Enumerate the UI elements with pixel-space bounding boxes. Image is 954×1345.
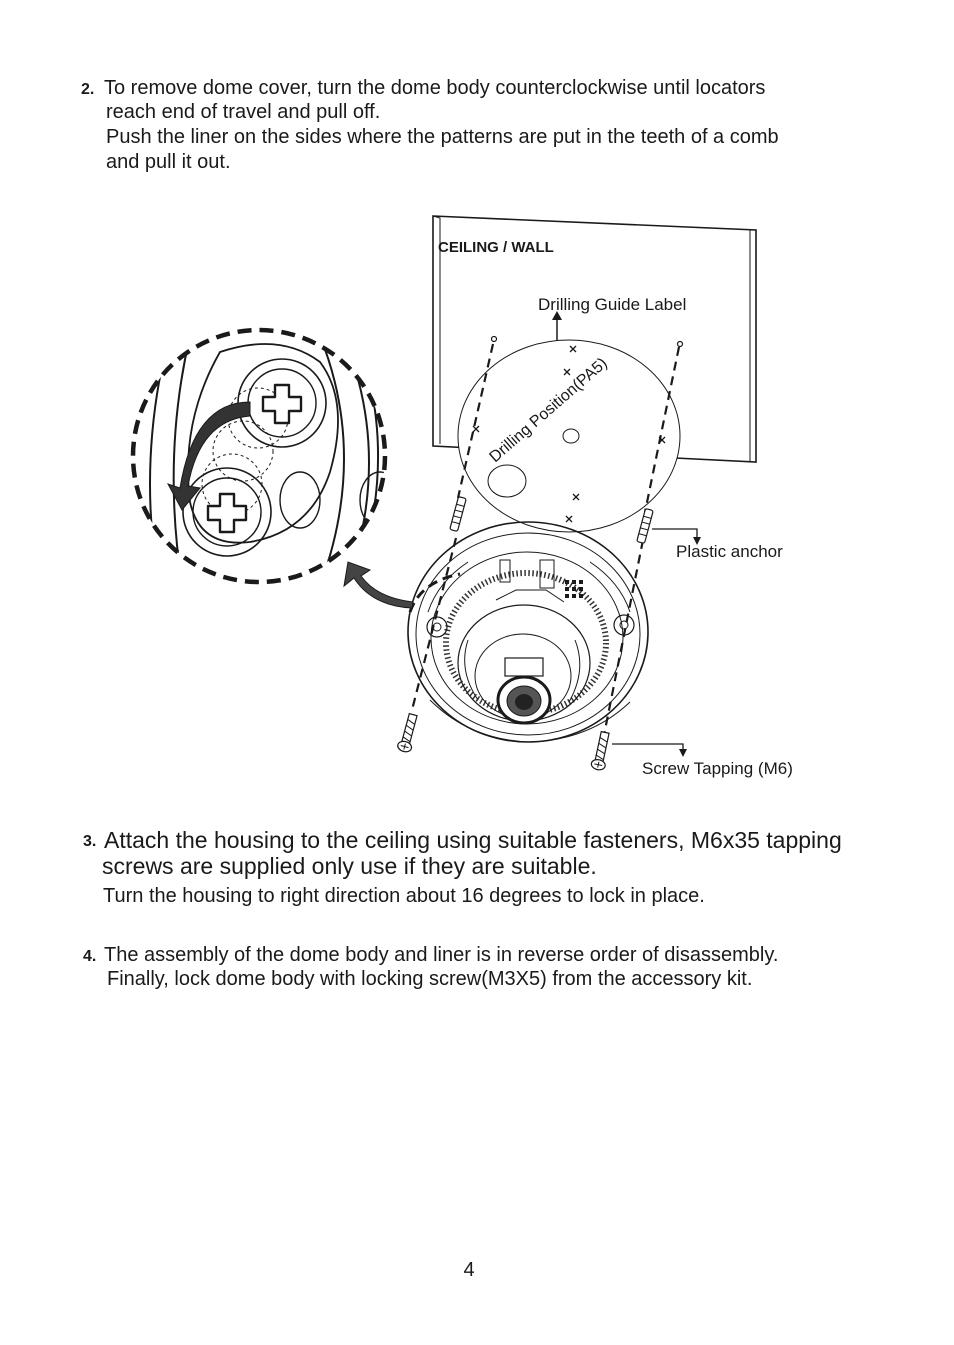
rotate-arrow (166, 401, 251, 511)
drill-marks (472, 345, 666, 523)
step-4-line-1: The assembly of the dome body and liner … (104, 944, 779, 966)
guide-label: Drilling Guide Label (538, 295, 686, 314)
ceiling-wall-panel (432, 215, 757, 463)
guide-arrow-head (552, 311, 562, 320)
page-number: 4 (463, 1259, 475, 1281)
step-3-line-2: screws are supplied only use if they are… (102, 853, 597, 879)
circuit-board (565, 580, 583, 598)
step-3-number: 3. (83, 833, 97, 850)
screw-hole-top-right (676, 340, 684, 348)
guide-hole-large (487, 464, 527, 498)
guide-hole-small (562, 428, 580, 444)
tapping-screw-right (590, 730, 610, 771)
step-2-line-3: Push the liner on the sides where the pa… (106, 126, 779, 148)
tapping-screw-left (397, 712, 418, 753)
screw-hole-top-left (490, 335, 498, 343)
anchor-label: Plastic anchor (676, 542, 783, 561)
step-2-line-2: reach end of travel and pull off. (106, 101, 381, 123)
anchor-leader-head (693, 537, 701, 545)
step-3-line-1: Attach the housing to the ceiling using … (104, 827, 842, 853)
screw-leader-head (679, 749, 687, 757)
step-2-number: 2. (81, 81, 95, 98)
anchor-leader (652, 528, 698, 540)
callout-arrow (343, 561, 414, 609)
step-4-number: 4. (83, 948, 97, 965)
plastic-anchor-left (449, 496, 467, 532)
zoom-border (130, 327, 388, 585)
step-2-line-4: and pull it out. (106, 151, 231, 173)
screw-leader (612, 743, 684, 752)
screw-cross-top (261, 383, 303, 425)
screw-cross-bottom (206, 492, 248, 534)
step-3-line-3: Turn the housing to right direction abou… (103, 885, 705, 907)
step-2-line-1: To remove dome cover, turn the dome body… (104, 77, 766, 99)
callout-arc (408, 572, 461, 613)
screw-label: Screw Tapping (M6) (642, 759, 793, 778)
dome-housing (407, 521, 649, 743)
wall-label: CEILING / WALL (438, 239, 554, 256)
plastic-anchor-right (636, 508, 654, 544)
camera-lens (496, 657, 552, 725)
drilling-guide-disk (457, 339, 681, 533)
step-4-line-2: Finally, lock dome body with locking scr… (107, 968, 753, 990)
